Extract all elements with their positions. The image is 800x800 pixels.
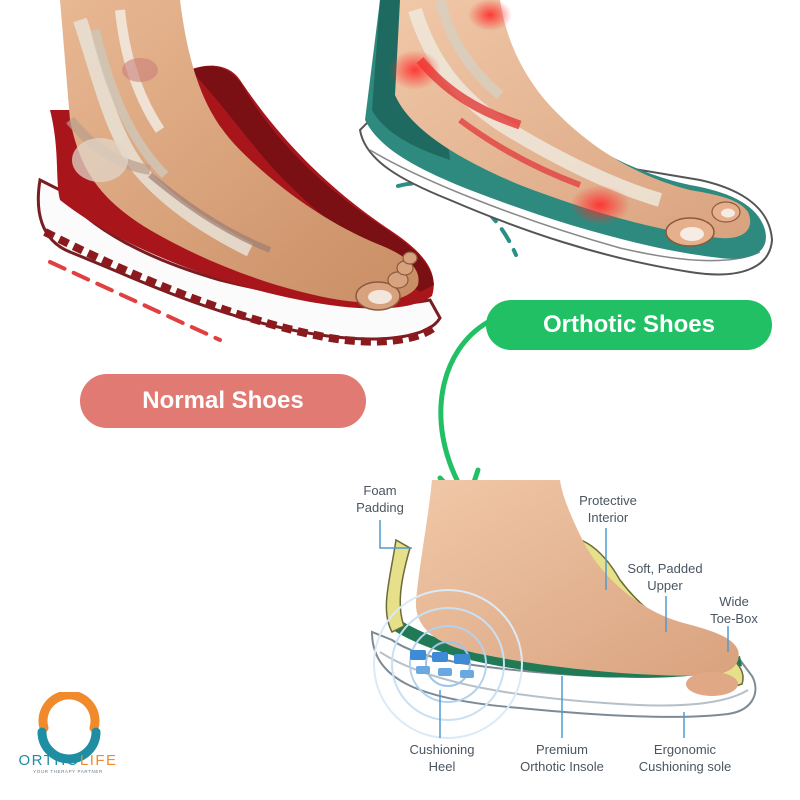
normal-ground-dash bbox=[48, 260, 222, 342]
orthotic-shoes-label: Orthotic Shoes bbox=[486, 300, 772, 350]
normal-shoes-label: Normal Shoes bbox=[80, 374, 366, 428]
callout-ergonomic-line1: Ergonomic bbox=[653, 742, 717, 757]
curved-arrow-icon bbox=[437, 319, 491, 509]
callout-protective-interior-line1: Protective bbox=[579, 493, 637, 508]
ortholife-logo-icon bbox=[37, 692, 101, 764]
callout-foam-padding: Foam Padding bbox=[352, 482, 408, 516]
orthotic-shoe-illustration bbox=[358, 0, 774, 276]
callout-ergonomic-line2: Cushioning sole bbox=[638, 759, 732, 774]
callout-ergonomic-cushioning-sole: Ergonomic Cushioning sole bbox=[630, 741, 740, 775]
callout-soft-padded-upper-line1: Soft, Padded bbox=[627, 561, 703, 576]
callout-premium-line2: Orthotic Insole bbox=[520, 759, 604, 774]
callout-premium-orthotic-insole: Premium Orthotic Insole bbox=[512, 741, 612, 775]
callout-wide-toe-box-line2: Toe-Box bbox=[710, 611, 758, 626]
callout-foam-padding-line2: Padding bbox=[356, 500, 404, 515]
brand-name-part1: ORTHO bbox=[18, 752, 80, 769]
callout-foam-padding-line1: Foam bbox=[363, 483, 397, 498]
callout-cushioning-heel: Cushioning Heel bbox=[402, 741, 482, 775]
callout-soft-padded-upper: Soft, Padded Upper bbox=[620, 560, 710, 594]
callout-soft-padded-upper-line2: Upper bbox=[647, 578, 683, 593]
callout-cushioning-heel-line1: Cushioning bbox=[409, 742, 475, 757]
brand-name: ORTHOLIFE bbox=[14, 752, 122, 769]
callout-wide-toe-box: Wide Toe-Box bbox=[704, 593, 764, 627]
normal-shoe-illustration bbox=[36, 0, 442, 346]
leader-foam-padding bbox=[379, 520, 412, 549]
callout-wide-toe-box-line1: Wide bbox=[719, 594, 749, 609]
callout-premium-line1: Premium bbox=[535, 742, 588, 757]
orthotic-cross-section bbox=[370, 480, 757, 739]
brand-name-part2: LIFE bbox=[79, 752, 118, 769]
callout-protective-interior-line2: Interior bbox=[587, 510, 629, 525]
cushion-waves-icon bbox=[373, 589, 523, 739]
brand-tagline: YOUR THERAPY PARTNER bbox=[33, 769, 103, 774]
callout-protective-interior: Protective Interior bbox=[570, 492, 646, 526]
callout-cushioning-heel-line2: Heel bbox=[428, 759, 456, 774]
